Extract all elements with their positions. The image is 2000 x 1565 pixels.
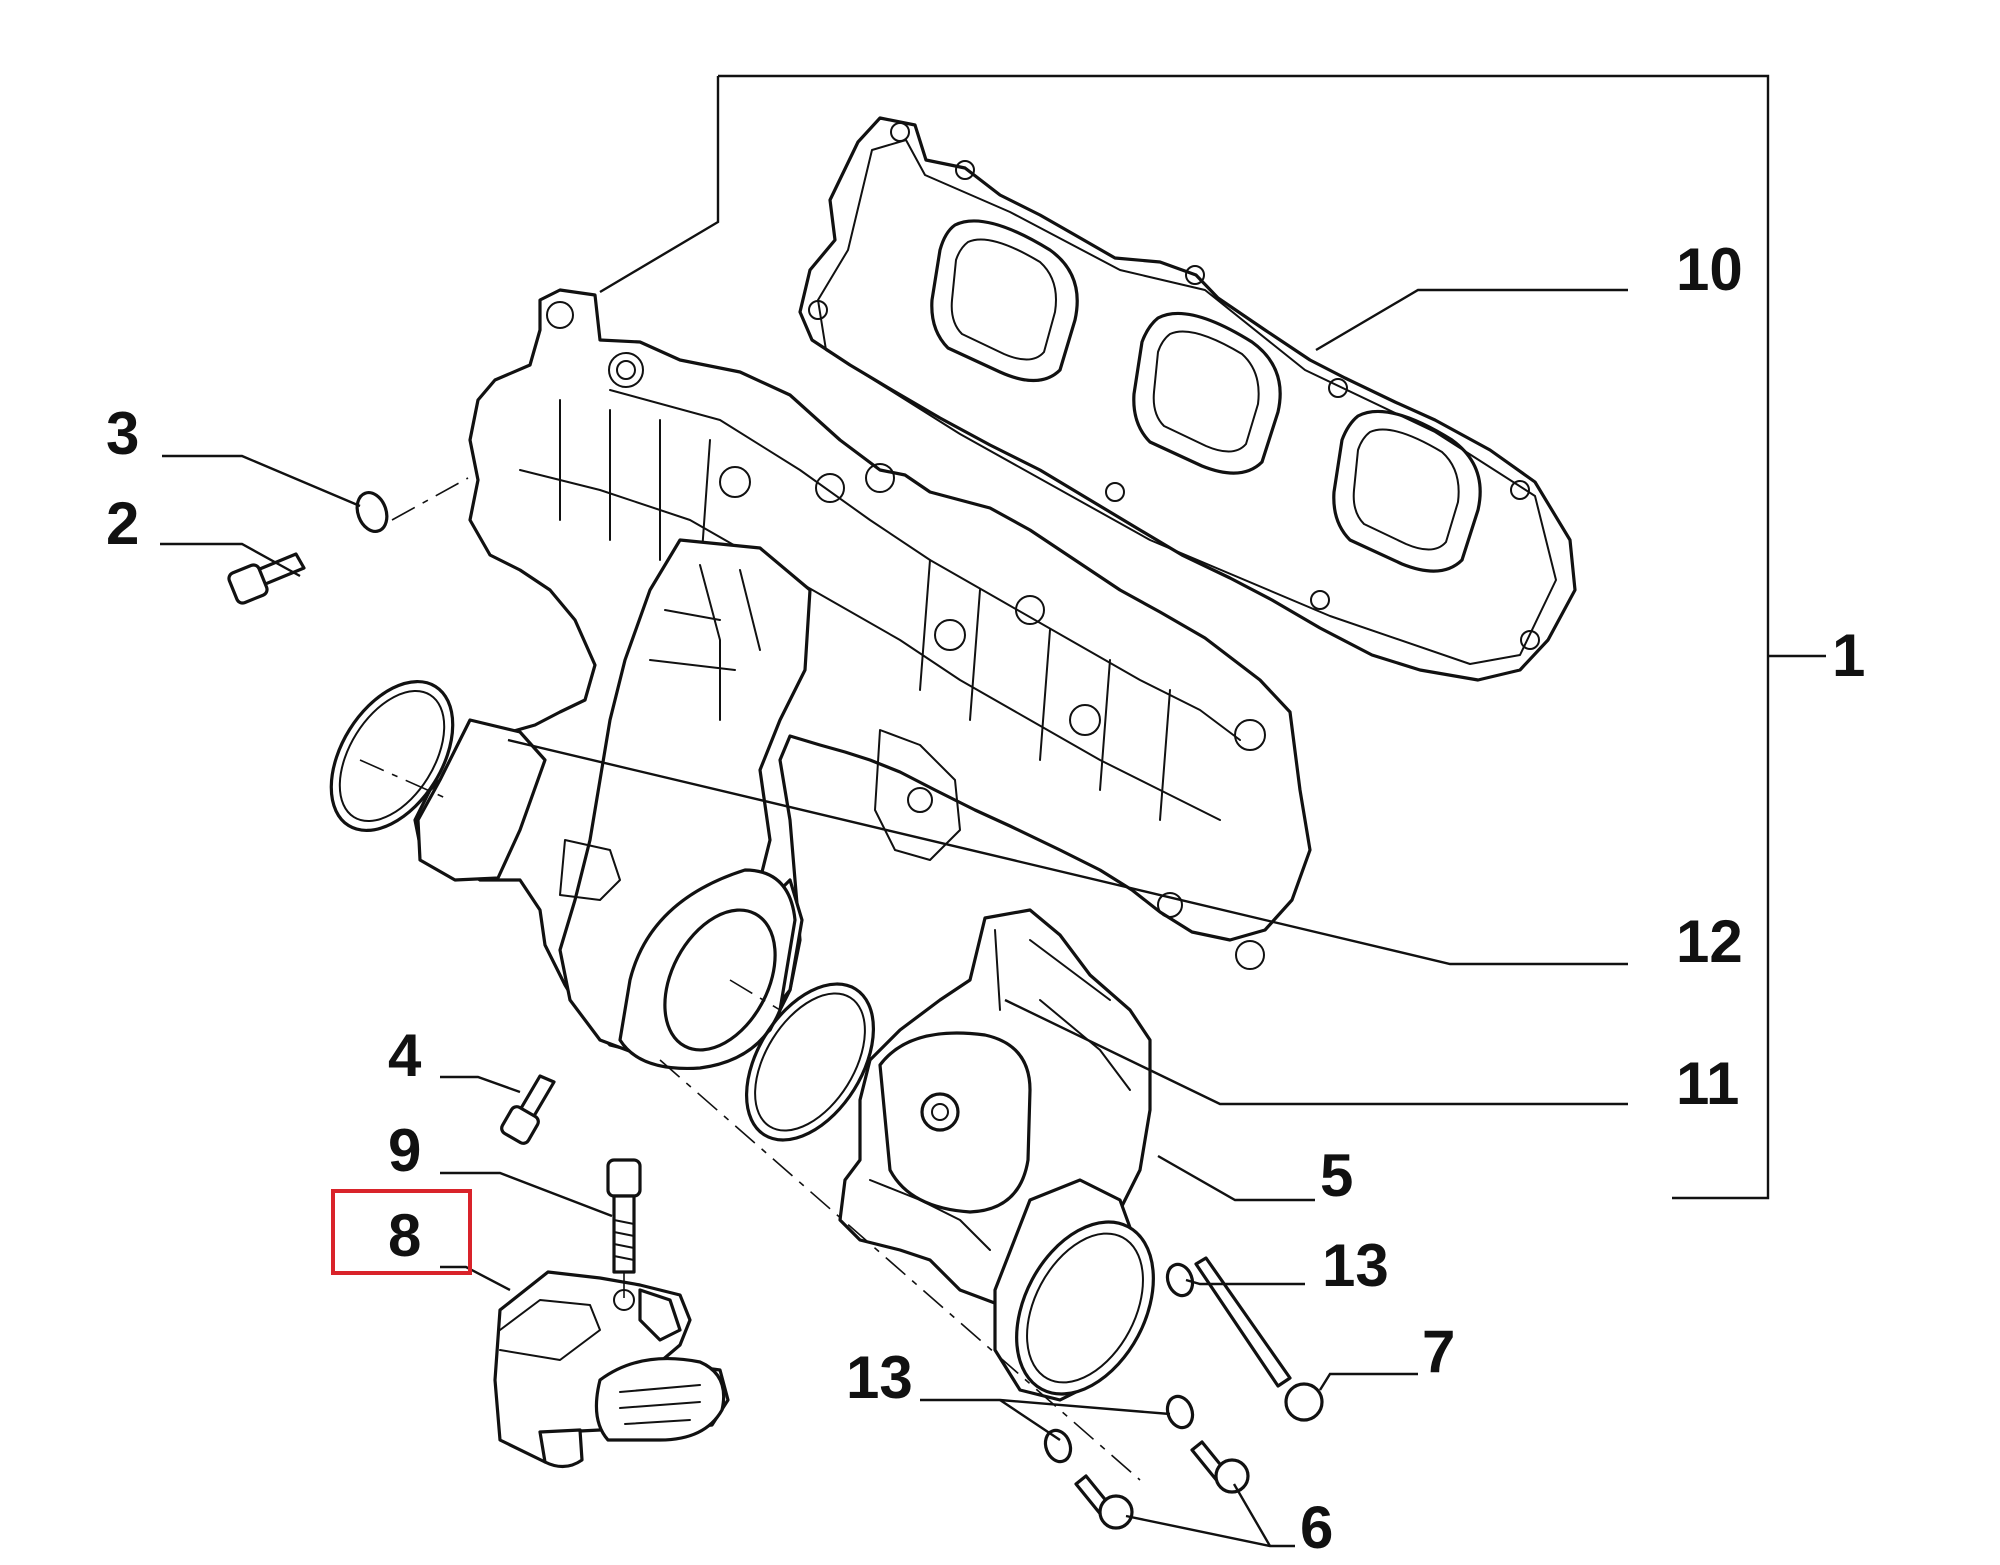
washer-13c bbox=[1043, 1428, 1073, 1464]
callout-3: 3 bbox=[106, 400, 139, 467]
callout-9: 9 bbox=[388, 1117, 421, 1184]
leader-lines bbox=[160, 288, 1628, 1548]
assembly-bracket-1 bbox=[599, 74, 1826, 1200]
callout-6: 6 bbox=[1300, 1494, 1333, 1561]
callout-7: 7 bbox=[1422, 1318, 1455, 1385]
bolt-6a bbox=[1074, 1474, 1134, 1530]
manifold-gasket bbox=[798, 116, 1577, 682]
o-ring-12 bbox=[329, 679, 455, 833]
throttle-body bbox=[838, 908, 1155, 1402]
callout-13-right: 13 bbox=[1322, 1232, 1389, 1299]
bolt-7 bbox=[1194, 1256, 1324, 1422]
intake-manifold bbox=[413, 288, 1312, 1071]
bolt-9 bbox=[606, 1158, 642, 1274]
callout-13-left: 13 bbox=[846, 1344, 913, 1411]
callout-1: 1 bbox=[1832, 622, 1865, 689]
o-ring-11 bbox=[744, 982, 876, 1142]
bolt-2 bbox=[227, 552, 306, 605]
assembly-axis-lines bbox=[359, 477, 1141, 1481]
callout-labels: 1 2 3 4 5 6 7 8 9 10 11 12 13 13 bbox=[106, 236, 1865, 1561]
callout-4: 4 bbox=[388, 1022, 422, 1089]
callout-10: 10 bbox=[1676, 236, 1743, 303]
callout-8-highlight bbox=[331, 1189, 472, 1275]
map-sensor bbox=[493, 1270, 730, 1469]
washer-13b bbox=[1165, 1394, 1195, 1430]
bolt-6b bbox=[1190, 1440, 1250, 1494]
callout-5: 5 bbox=[1320, 1142, 1353, 1209]
washer-13a bbox=[1165, 1262, 1195, 1298]
washer-3 bbox=[355, 491, 389, 533]
callout-11: 11 bbox=[1676, 1050, 1739, 1117]
bolt-4 bbox=[500, 1074, 556, 1145]
callout-12: 12 bbox=[1676, 908, 1743, 975]
callout-2: 2 bbox=[106, 490, 139, 557]
callout-8: 8 bbox=[388, 1202, 421, 1269]
